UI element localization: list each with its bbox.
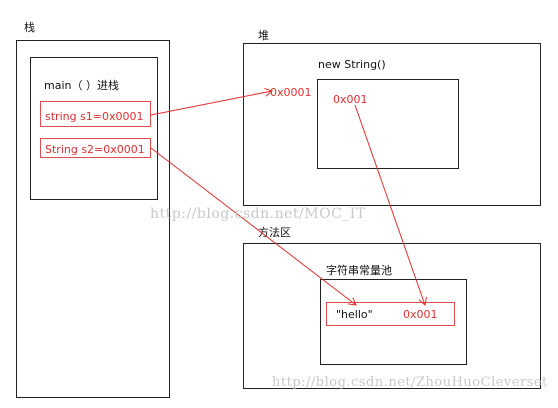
string-constant-pool-box <box>320 279 467 365</box>
heap-inner-reference: 0x001 <box>333 93 368 106</box>
hello-literal-address: 0x001 <box>403 308 438 321</box>
hello-literal-box <box>326 302 455 326</box>
stack-region <box>16 40 170 398</box>
heap-object-label: new String() <box>318 58 386 71</box>
s1-variable-label: string s1=0x0001 <box>45 110 144 123</box>
heap-object-address: 0x0001 <box>270 86 312 99</box>
s2-variable-label: String s2=0x0001 <box>45 143 145 156</box>
s1-variable-box <box>40 101 151 127</box>
center-watermark: http://blog.csdn.net/MOC_IT <box>150 206 366 222</box>
main-stack-frame <box>30 57 158 200</box>
stack-title: 栈 <box>24 21 35 34</box>
string-object-box <box>317 79 459 169</box>
hello-literal-value: "hello" <box>336 308 373 321</box>
string-constant-pool-label: 字符串常量池 <box>326 264 392 277</box>
heap-title: 堆 <box>258 29 269 42</box>
s2-to-pool-arrow <box>150 147 357 306</box>
s1-to-heap-arrow <box>150 87 273 116</box>
main-frame-label: main（ ）进栈 <box>44 79 119 92</box>
heap-to-pool-arrow <box>354 104 427 306</box>
method-area-region <box>243 243 541 389</box>
s2-variable-box <box>40 138 151 158</box>
method-area-title: 方法区 <box>258 226 291 239</box>
bottom-watermark: http://blog.csdn.net/ZhouHuoCleverset <box>272 375 548 390</box>
heap-region <box>243 43 541 206</box>
